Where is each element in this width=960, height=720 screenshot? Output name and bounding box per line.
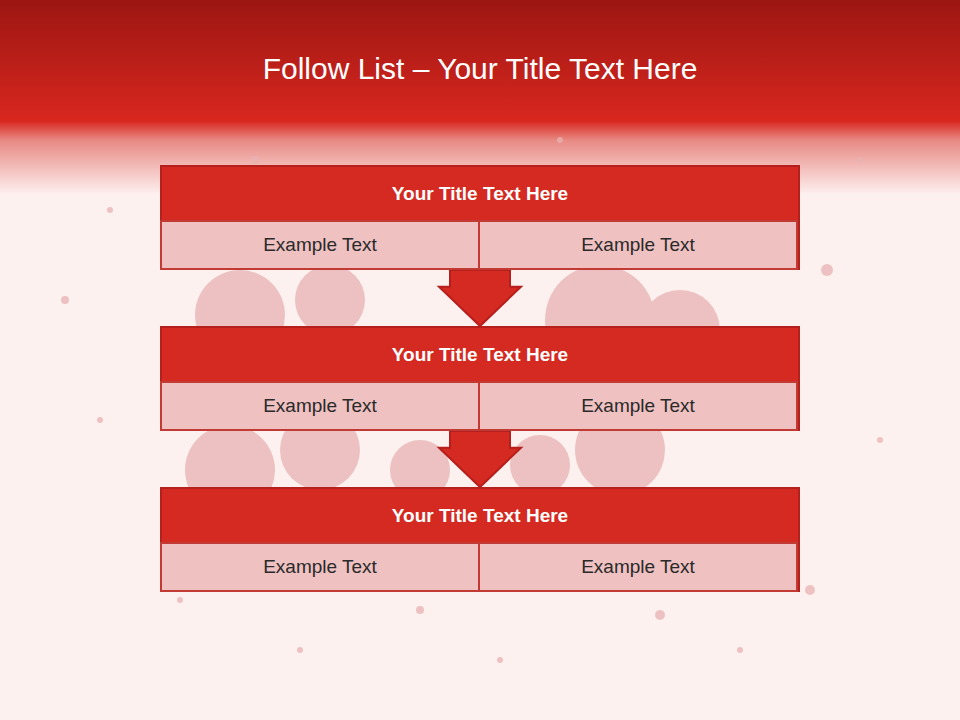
group-box: Your Title Text HereExample Text Example … [160, 487, 800, 592]
cell-text: Example Text [263, 556, 377, 578]
group-box: Your Title Text HereExample Text Example … [160, 165, 800, 270]
text-cell: Example Text [478, 542, 798, 592]
splatter [61, 137, 883, 663]
block-arrow [439, 431, 521, 487]
cell-text: Example Text [581, 395, 695, 417]
slide-title: Follow List – Your Title Text Here [0, 52, 960, 86]
text-cell: Example Text [478, 381, 798, 431]
cell-text: Example Text [263, 395, 377, 417]
cell-text: Example Text [581, 234, 695, 256]
text-cell: Example Text [160, 542, 480, 592]
group-title: Your Title Text Here [162, 167, 798, 205]
group-title: Your Title Text Here [162, 328, 798, 366]
block-arrow [439, 270, 521, 326]
cell-text: Example Text [581, 556, 695, 578]
group-box: Your Title Text HereExample Text Example … [160, 326, 800, 431]
text-cell: Example Text [160, 220, 480, 270]
text-cell: Example Text [478, 220, 798, 270]
group-title: Your Title Text Here [162, 489, 798, 527]
cell-text: Example Text [263, 234, 377, 256]
text-cell: Example Text [160, 381, 480, 431]
